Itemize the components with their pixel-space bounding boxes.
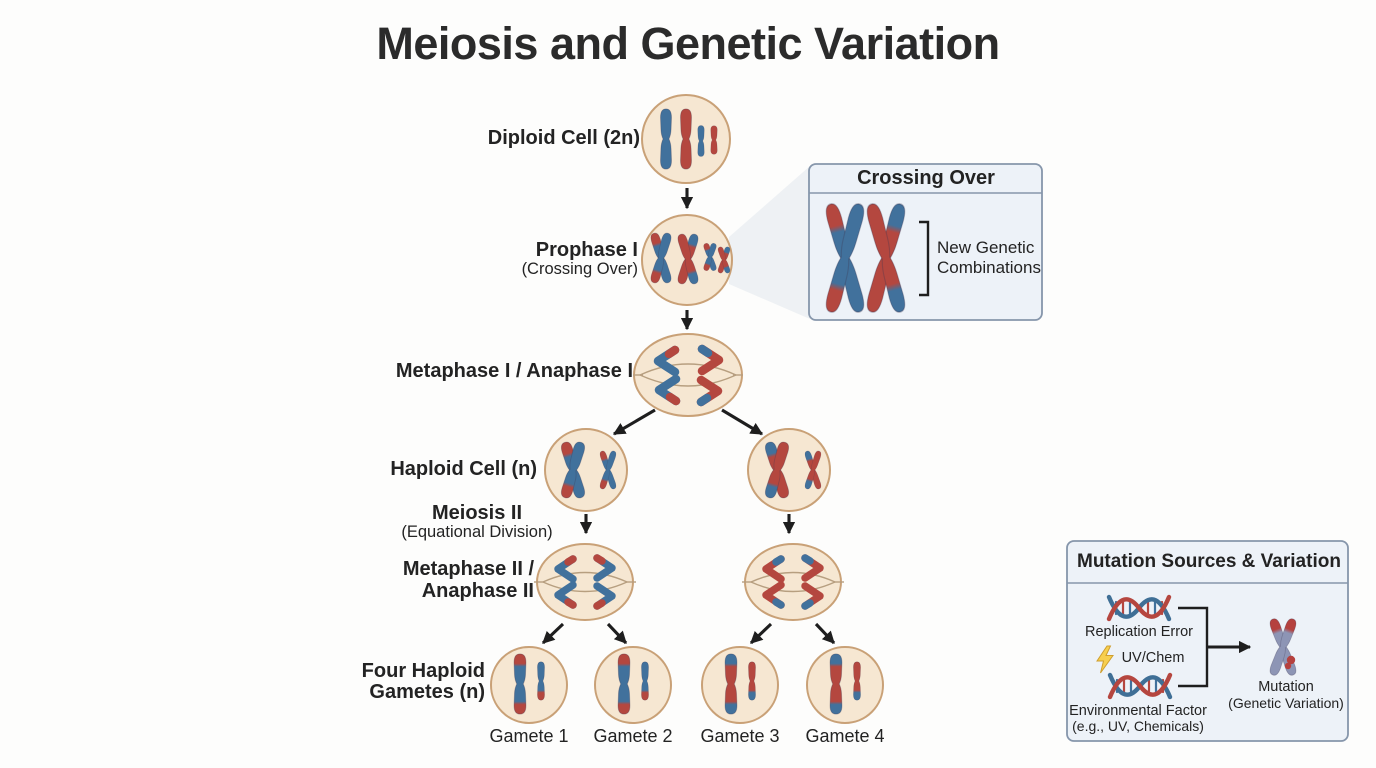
diploid-cell-label: Diploid Cell (2n) (487, 127, 640, 149)
haploid-cell-label: Haploid Cell (n) (390, 458, 537, 480)
prophase-cell (641, 214, 733, 306)
mutation-box-graphics (1096, 597, 1299, 697)
crossing-over-note-line1: New Genetic (937, 238, 1035, 257)
gametes-label-line2: Gametes (n) (369, 681, 485, 703)
gamete-cell-4 (806, 646, 884, 724)
gamete-4-label: Gamete 4 (805, 726, 885, 746)
prophase-label: Prophase I (535, 239, 638, 261)
metaphase2-cell-right (742, 543, 844, 621)
gamete-cell-1 (490, 646, 568, 724)
bracket (919, 220, 930, 297)
mutation-box-title: Mutation Sources & Variation (1077, 551, 1341, 572)
environmental-factor-label-line1: Environmental Factor (1069, 703, 1207, 719)
metaphase1-label: Metaphase I / Anaphase I (395, 360, 633, 382)
gamete-2-label: Gamete 2 (593, 726, 673, 746)
metaphase2-label-line1: Metaphase II / (402, 558, 534, 580)
spindle-fibers (742, 571, 844, 593)
metaphase2-label-line2: Anaphase II (421, 580, 534, 602)
gamete-3-label: Gamete 3 (700, 726, 780, 746)
prophase-sublabel: (Crossing Over) (521, 260, 638, 278)
haploid-cell-left (544, 428, 628, 512)
metaphase2-cell-left (534, 543, 636, 621)
gamete-cell-3 (701, 646, 779, 724)
anaphase-chromosomes (554, 554, 616, 610)
diploid-cell (641, 94, 731, 184)
crossing-over-chromosomes (822, 201, 930, 315)
mutation-result-label-line1: Mutation (1258, 679, 1314, 695)
spindle-fibers (633, 363, 743, 387)
environmental-factor-label-line2: (e.g., UV, Chemicals) (1072, 718, 1204, 734)
crossing-over-box-frame (808, 163, 1043, 321)
lightning-icon (1096, 645, 1114, 674)
magnifier-wedge-shape (729, 166, 810, 319)
uv-chem-label: UV/Chem (1121, 650, 1185, 666)
gametes-label-line1: Four Haploid (361, 660, 485, 682)
meiosis2-sublabel: (Equational Division) (401, 523, 553, 541)
flow-arrows (541, 188, 836, 645)
crossing-over-box-title: Crossing Over (857, 167, 995, 189)
crossing-over-note-line2: Combinations (937, 258, 1041, 277)
mutation-result-label-line2: (Genetic Variation) (1228, 695, 1344, 711)
metaphase1-cell (633, 333, 743, 417)
mutated-chromosome-icon (1267, 616, 1299, 678)
gamete-cell-2 (594, 646, 672, 724)
spindle-fibers (534, 571, 636, 593)
meiosis2-label: Meiosis II (431, 502, 523, 524)
gamete-1-label: Gamete 1 (489, 726, 569, 746)
haploid-cell-right (747, 428, 831, 512)
anaphase-chromosomes (762, 554, 824, 610)
replication-error-label: Replication Error (1085, 624, 1193, 640)
anaphase-chromosomes (653, 344, 724, 407)
page-title: Meiosis and Genetic Variation (376, 18, 1000, 69)
